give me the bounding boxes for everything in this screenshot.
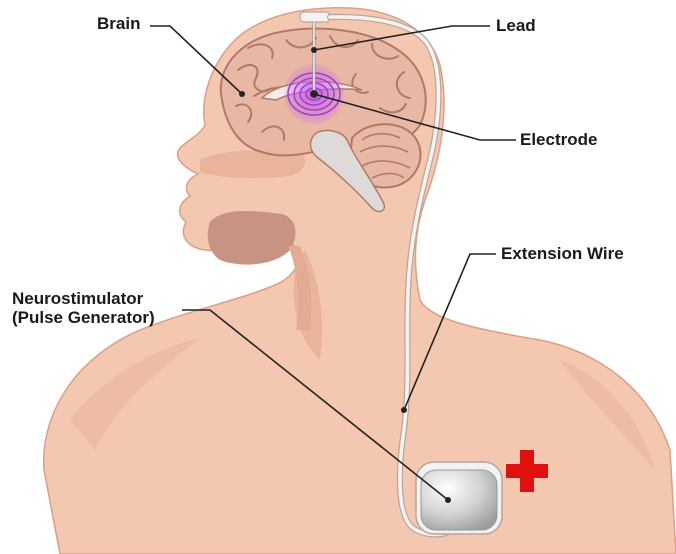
generator-body xyxy=(421,470,497,530)
label-neurostimulator-line2: (Pulse Generator) xyxy=(12,308,155,327)
label-brain: Brain xyxy=(97,14,140,33)
oral-cavity xyxy=(208,211,296,265)
label-extension-wire: Extension Wire xyxy=(501,244,624,263)
label-electrode: Electrode xyxy=(520,130,597,149)
label-lead: Lead xyxy=(496,16,536,35)
burr-hole-cap xyxy=(300,12,330,22)
label-neurostimulator: Neurostimulator (Pulse Generator) xyxy=(12,289,155,327)
label-neurostimulator-line1: Neurostimulator xyxy=(12,289,155,308)
